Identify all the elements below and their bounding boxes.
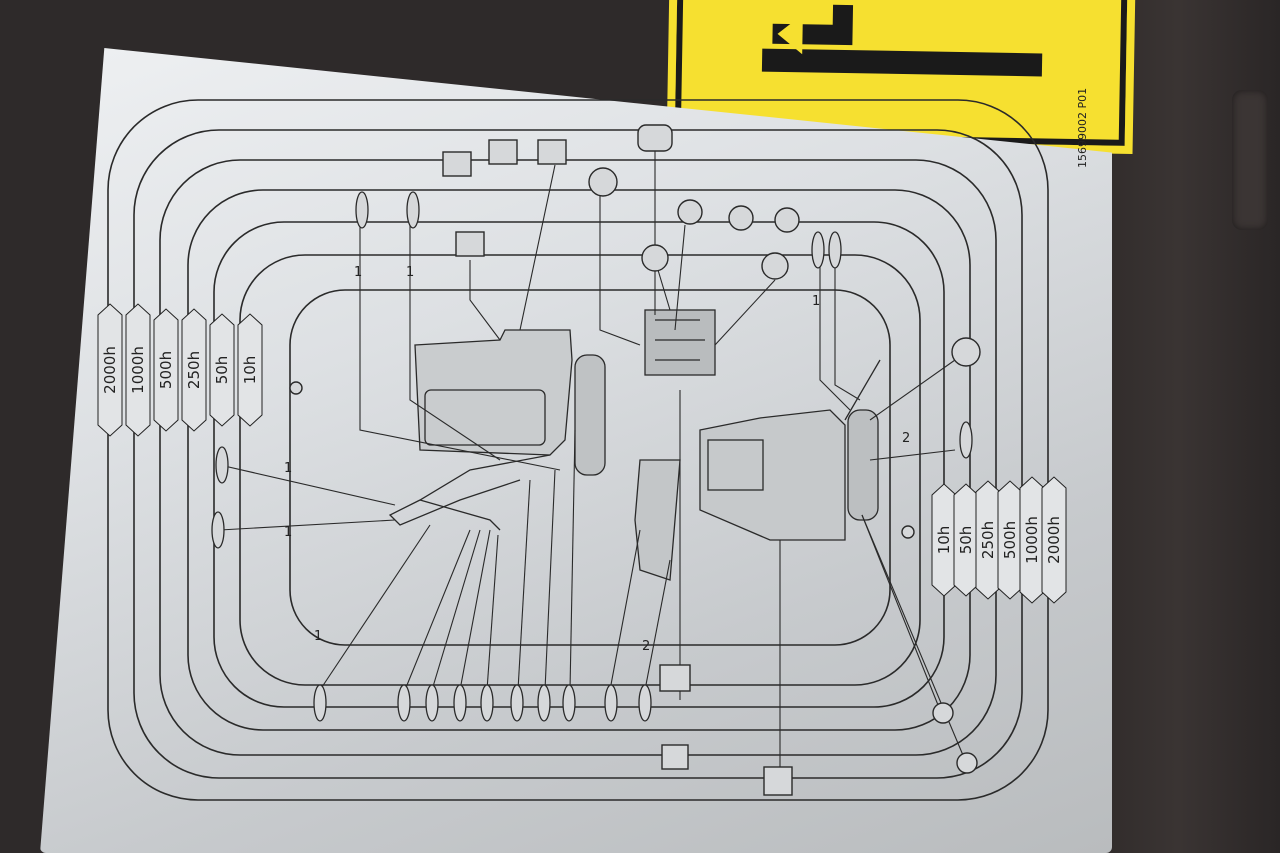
grease-points: [211, 191, 973, 722]
loop-500h: [159, 159, 997, 756]
interval-label-left-500h: 500h: [157, 351, 175, 389]
interval-markers: 1 1 1 1 1 1 2 2: [284, 265, 910, 654]
marker-2: 2: [642, 639, 650, 654]
fuel-filter-icon: [588, 167, 618, 197]
grease-point-icon: [638, 684, 652, 722]
interval-label-right-250h: 250h: [979, 521, 997, 559]
warning-sign: [666, 0, 1136, 155]
interval-label-left-250h: 250h: [185, 351, 203, 389]
interval-label-right-1000h: 1000h: [1023, 516, 1041, 564]
interval-tags-right: 10h 50h 250h 500h 1000h 2000h: [931, 476, 1067, 604]
drain-icon: [661, 744, 689, 770]
gear-oil-icon: [932, 702, 954, 724]
grease-nipple-icon: [901, 525, 915, 539]
track-tension-icon: [951, 337, 981, 367]
loop-inner: [289, 289, 891, 646]
plate-code: 15699002 P01: [1076, 87, 1089, 168]
grease-point-icon: [811, 231, 825, 269]
interval-label-left-1000h: 1000h: [129, 346, 147, 394]
engine-oil-icon: [637, 124, 673, 152]
hydraulic-filter-icon: [659, 664, 691, 692]
grease-point-icon: [453, 684, 467, 722]
grease-point-icon: [425, 684, 439, 722]
leader-lines: [219, 150, 966, 780]
interval-label-left-50h: 50h: [213, 356, 231, 385]
oil-tank-icon: [455, 231, 485, 257]
grease-nipple-icon: [289, 381, 303, 395]
interval-label-right-50h: 50h: [957, 526, 975, 555]
grease-point-icon: [562, 684, 576, 722]
interval-label-right-500h: 500h: [1001, 521, 1019, 559]
grease-point-icon: [828, 231, 842, 269]
oil-tank-icon: [442, 151, 472, 177]
grease-point-icon: [313, 684, 327, 722]
filter-icon: [774, 207, 800, 233]
oil-tank-icon: [537, 139, 567, 165]
loop-50h: [213, 221, 945, 708]
grease-point-icon: [355, 191, 369, 229]
filter-icon: [728, 205, 754, 231]
interval-label-left-10h: 10h: [241, 356, 259, 385]
marker-1: 1: [284, 461, 292, 476]
marker-2: 2: [902, 431, 910, 446]
service-symbols: [289, 124, 981, 796]
excavator-right-view: [699, 359, 881, 541]
panel-hinge: [1232, 90, 1268, 230]
interval-label-right-10h: 10h: [935, 526, 953, 555]
loop-2000h: [107, 99, 1049, 801]
grease-point-icon: [480, 684, 494, 722]
grease-point-icon: [510, 684, 524, 722]
gear-oil-icon: [956, 752, 978, 774]
engine-detail: [644, 309, 716, 376]
excavator-left-view: [388, 329, 606, 531]
marker-1: 1: [354, 265, 362, 280]
oil-tank-icon: [488, 139, 518, 165]
attachment-detail: [634, 459, 681, 581]
interval-tags-left: 2000h 1000h 500h 250h 50h 10h: [97, 303, 263, 437]
grease-point-icon: [537, 684, 551, 722]
loop-250h: [187, 189, 971, 731]
interval-loops: [107, 99, 1049, 801]
belt-tension-icon: [677, 199, 703, 225]
marker-1: 1: [284, 525, 292, 540]
coolant-icon: [641, 244, 669, 272]
grease-point-icon: [604, 684, 618, 722]
marker-1: 1: [406, 265, 414, 280]
interval-label-left-2000h: 2000h: [101, 346, 119, 394]
marker-1: 1: [812, 294, 820, 309]
grease-point-icon: [406, 191, 420, 229]
loop-1000h: [133, 129, 1023, 779]
filter-icon: [761, 252, 789, 280]
interval-label-right-2000h: 2000h: [1045, 516, 1063, 564]
battery-icon: [763, 766, 793, 796]
warning-pictogram: [761, 4, 1043, 77]
grease-point-icon: [215, 446, 229, 484]
grease-point-icon: [397, 684, 411, 722]
grease-point-icon: [959, 421, 973, 459]
grease-point-icon: [211, 511, 225, 549]
marker-1: 1: [314, 629, 322, 644]
